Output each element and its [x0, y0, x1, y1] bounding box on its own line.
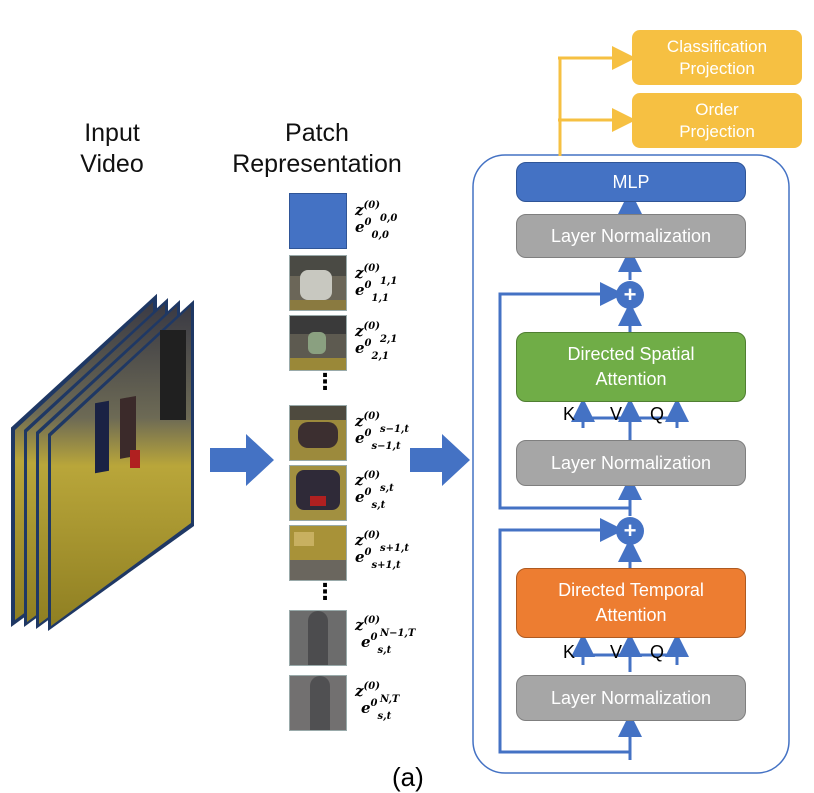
patch-class-token: [289, 193, 347, 249]
directed-temporal-attention-block: Directed Temporal Attention: [516, 568, 746, 638]
patch-s-t: [289, 465, 347, 521]
directed-spatial-attention-block: Directed Spatial Attention: [516, 332, 746, 402]
classification-line2: Projection: [679, 58, 755, 78]
plus-icon: +: [623, 282, 637, 307]
patch-1-1: [289, 255, 347, 311]
layer-norm-top-label: Layer Normalization: [550, 225, 712, 246]
transformer-flow-arrows: [498, 190, 689, 760]
order-line2: Projection: [679, 121, 755, 141]
residual-add-lower: [616, 517, 644, 545]
plus-icon: +: [623, 518, 637, 543]
layer-norm-bottom-label: Layer Normalization: [550, 687, 712, 708]
input-title-line1: Input: [84, 119, 140, 147]
query-label-spatial: Q: [650, 404, 665, 424]
layer-norm-middle-label: Layer Normalization: [550, 452, 712, 473]
input-video-frames: [11, 293, 194, 631]
key-label-temporal: K: [563, 642, 576, 662]
arrow-patches-to-transformer: [410, 434, 470, 486]
order-projection-block: Order Projection: [632, 93, 802, 148]
spatial-label-line2: Attention: [595, 369, 667, 389]
symbol-s-t: z(0)s,t e0s,t: [355, 470, 394, 511]
arrow-video-to-patches: [210, 434, 274, 486]
patch-n-t: [289, 675, 347, 731]
layer-norm-top: Layer Normalization: [516, 214, 746, 258]
temporal-label-line1: Directed Temporal: [558, 580, 704, 600]
layer-norm-bottom: Layer Normalization: [516, 675, 746, 721]
symbol-s-plus-1-t: z(0)s+1,t e0s+1,t: [355, 530, 410, 571]
key-label-spatial: K: [563, 404, 576, 424]
patch-title-line2: Representation: [232, 150, 402, 178]
symbol-n-t: z(0)N,T e0s,t: [355, 681, 400, 722]
query-label-temporal: Q: [650, 642, 665, 662]
value-label-spatial: V: [610, 404, 623, 424]
spatial-label-line1: Directed Spatial: [567, 344, 695, 364]
mlp-label: MLP: [612, 171, 650, 192]
symbol-n-minus-1-t: z(0)N−1,T e0s,t: [355, 615, 416, 656]
value-label-temporal: V: [610, 642, 623, 662]
patch-2-1: [289, 315, 347, 371]
transformer-block-container: [472, 154, 790, 774]
classification-projection-block: Classification Projection: [632, 30, 802, 85]
patch-title-line1: Patch: [285, 119, 349, 147]
classification-line1: Classification: [666, 36, 768, 56]
layer-norm-middle: Layer Normalization: [516, 440, 746, 486]
projection-connectors: [558, 46, 636, 156]
mlp-block: MLP: [516, 162, 746, 202]
patch-n-minus-1-t: [289, 610, 347, 666]
patch-s-plus-1-t: [289, 525, 347, 581]
figure-caption: (a): [392, 762, 424, 792]
input-title-line2: Video: [80, 150, 144, 178]
symbol-0-0: z(0)0,0 e00,0: [355, 200, 398, 241]
video-frame-front: [48, 300, 194, 631]
temporal-label-line2: Attention: [595, 605, 667, 625]
input-video-title: Input Video: [62, 118, 162, 180]
symbol-1-1: z(0)1,1 e01,1: [355, 263, 398, 304]
patch-s-minus-1-t: [289, 405, 347, 461]
symbol-2-1: z(0)2,1 e02,1: [355, 321, 398, 362]
patch-representation-title: Patch Representation: [212, 118, 422, 180]
symbol-s-minus-1-t: z(0)s−1,t e0s−1,t: [355, 411, 410, 452]
order-line1: Order: [695, 99, 739, 119]
residual-add-upper: [616, 281, 644, 309]
